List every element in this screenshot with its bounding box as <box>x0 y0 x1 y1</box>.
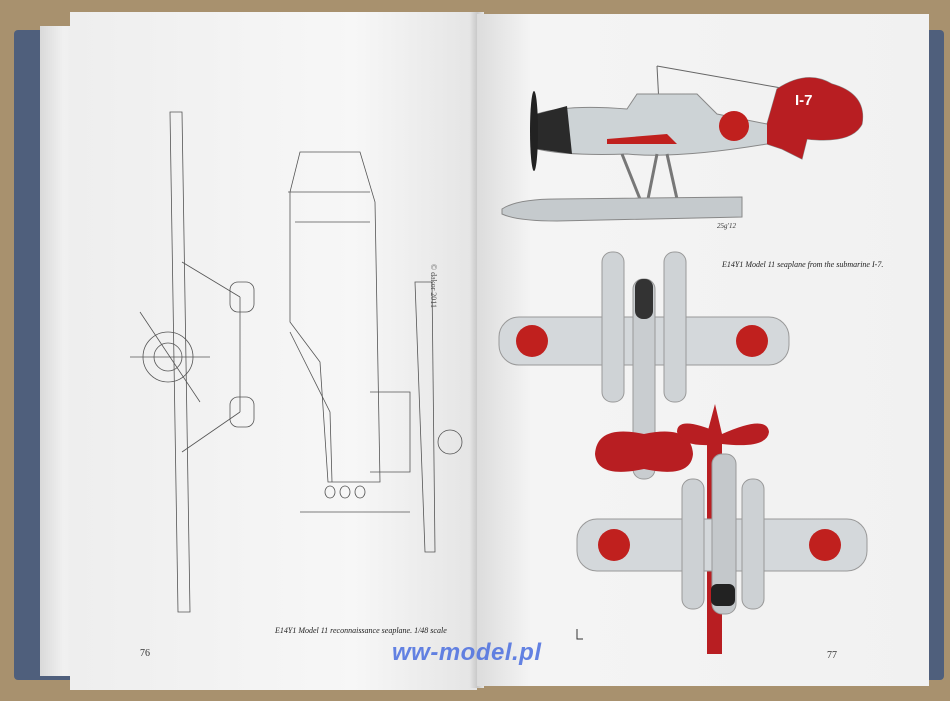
tail-code: I-7 <box>795 92 813 109</box>
right-page-caption: E14Y1 Model 11 seaplane from the submari… <box>722 260 884 269</box>
line-drawing-front-side-views <box>130 111 463 613</box>
artist-signature: 25g'12 <box>717 222 736 230</box>
right-page: I-7 25g'12 E14Y1 Model 11 seaplane from … <box>477 14 929 686</box>
page-number-right: 77 <box>827 650 837 661</box>
copyright-notice: © dakor 2011 <box>429 264 438 308</box>
page-number-left: 76 <box>140 648 150 659</box>
watermark: ww-model.pl <box>392 639 542 666</box>
color-profile-illustrations <box>498 65 868 654</box>
left-page-caption: E14Y1 Model 11 reconnaissance seaplane. … <box>275 626 447 635</box>
left-page: © dakor 2011 E14Y1 Model 11 reconnaissan… <box>70 12 477 690</box>
